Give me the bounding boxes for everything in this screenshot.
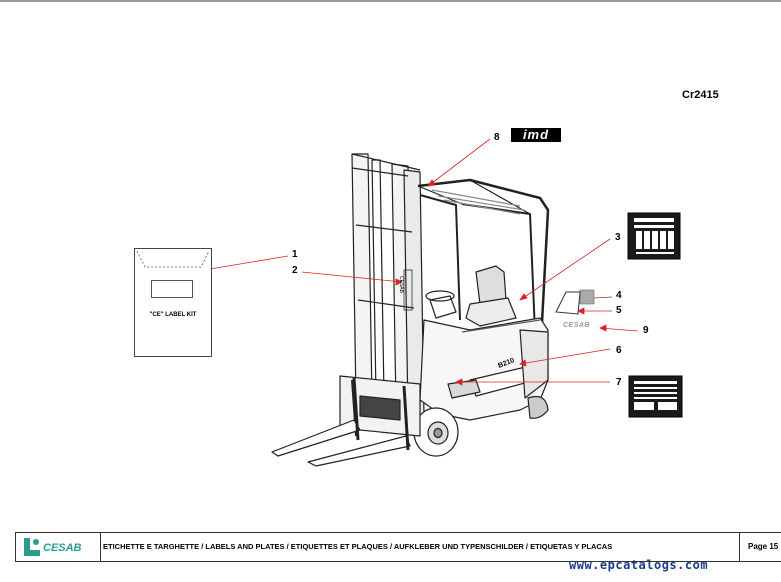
callout-9: 9 [643, 325, 649, 336]
plate-7-lines [628, 375, 683, 418]
ce-label-kit: "CE" LABEL KIT [134, 248, 212, 357]
callout-4: 4 [616, 290, 622, 301]
figure-code: Cr2415 [682, 89, 719, 101]
callout-3: 3 [615, 232, 621, 243]
callout-6: 6 [616, 345, 622, 356]
envelope-flap-icon [136, 250, 210, 268]
envelope-window [151, 280, 193, 298]
imd-logo-label: imd [511, 128, 561, 142]
watermark: www.epcatalogs.com [569, 558, 709, 572]
footer-logo-text: CESAB [43, 542, 82, 554]
callout-8: 8 [494, 132, 500, 143]
brand-decal: CESAB [563, 322, 591, 329]
cesab-logo-icon [24, 538, 40, 556]
label-kit-text: "CE" LABEL KIT [149, 312, 197, 318]
callout-5: 5 [616, 305, 622, 316]
callout-1: 1 [292, 249, 298, 260]
footer-logo-cell: CESAB [15, 533, 101, 561]
callout-2: 2 [292, 265, 298, 276]
page-number: Page 15 [748, 542, 779, 551]
top-border-line [0, 0, 781, 2]
callout-7: 7 [616, 377, 622, 388]
mast-decal: CESAB [398, 276, 404, 293]
footer-bar: CESAB ETICHETTE E TARGHETTE / LABELS AND… [15, 532, 781, 562]
footer-page-cell: Page 15 [739, 533, 781, 561]
plate-3-lines [627, 212, 681, 260]
footer-title: ETICHETTE E TARGHETTE / LABELS AND PLATE… [103, 542, 613, 551]
